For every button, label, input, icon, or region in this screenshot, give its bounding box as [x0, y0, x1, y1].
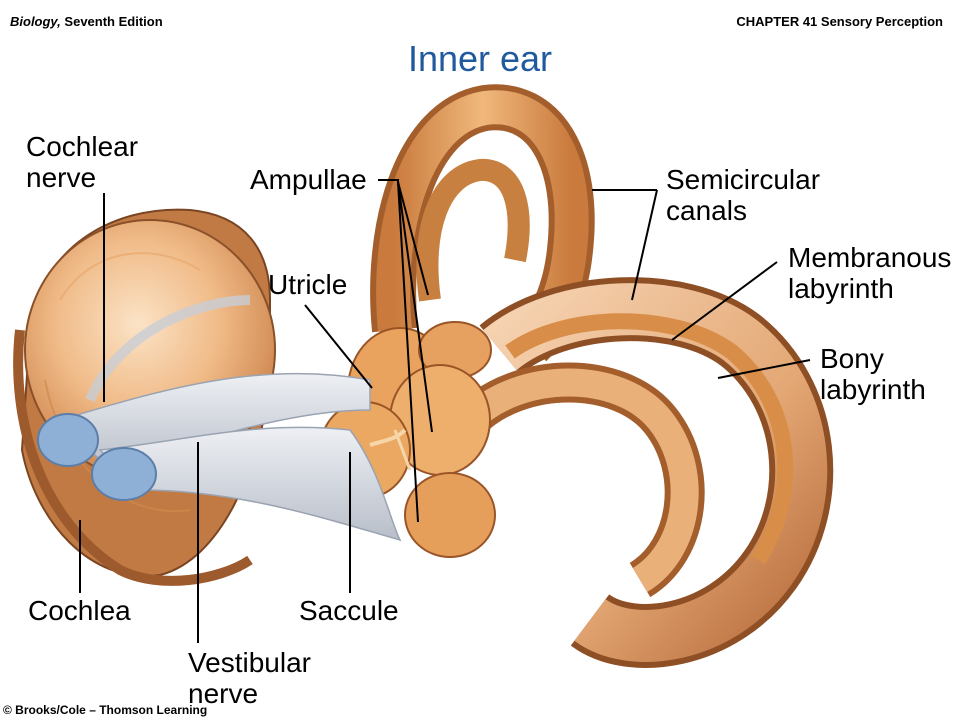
label-semicircular-line2: canals	[666, 195, 747, 226]
label-semicircular-canals: Semicircular canals	[666, 164, 820, 226]
slide-title: Inner ear	[407, 38, 553, 79]
label-bony-labyrinth: Bony labyrinth	[820, 343, 926, 405]
nerve-bundle	[37, 295, 402, 542]
bony-leader	[717, 359, 811, 379]
label-bony-line2: labyrinth	[820, 374, 926, 405]
leader-lines	[79, 179, 811, 643]
label-saccule: Saccule	[299, 595, 399, 626]
chapter-header: CHAPTER 41 Sensory Perception	[736, 14, 943, 29]
semicircular-canals-shape	[370, 84, 834, 668]
label-bony-line1: Bony	[820, 343, 884, 374]
cochlear-nerve-end	[37, 413, 99, 467]
ampullae-leader-2	[397, 181, 433, 433]
label-vestibular-nerve: Vestibular nerve	[188, 647, 311, 709]
label-utricle: Utricle	[268, 269, 348, 300]
label-ampullae: Ampullae	[250, 164, 367, 195]
label-cochlea: Cochlea	[28, 595, 131, 626]
ampullae-leader-1	[397, 181, 429, 296]
label-cochlear-nerve: Cochlear nerve	[26, 131, 138, 193]
label-cochlear-nerve-line2: nerve	[26, 162, 97, 193]
label-membranous-labyrinth: Membranous labyrinth	[788, 242, 951, 304]
book-edition: Seventh Edition	[64, 14, 163, 29]
membranous-leader	[671, 261, 778, 341]
label-cochlear-nerve-line1: Cochlear	[26, 131, 139, 162]
label-membranous-line1: Membranous	[788, 242, 952, 273]
book-title: Biology,	[10, 14, 61, 29]
vestibular-nerve-end	[91, 447, 157, 501]
utricle-leader	[304, 304, 373, 389]
semicircular-leader	[631, 189, 658, 301]
label-semicircular-line1: Semicircular	[666, 164, 821, 195]
book-header: Biology, Seventh Edition	[10, 14, 163, 29]
label-vestibular-line2: nerve	[188, 678, 259, 709]
label-membranous-line2: labyrinth	[788, 273, 894, 304]
label-vestibular-line1: Vestibular	[188, 647, 311, 678]
ampullae-leader-3	[397, 181, 419, 523]
copyright-notice: © Brooks/Cole – Thomson Learning	[3, 703, 208, 717]
